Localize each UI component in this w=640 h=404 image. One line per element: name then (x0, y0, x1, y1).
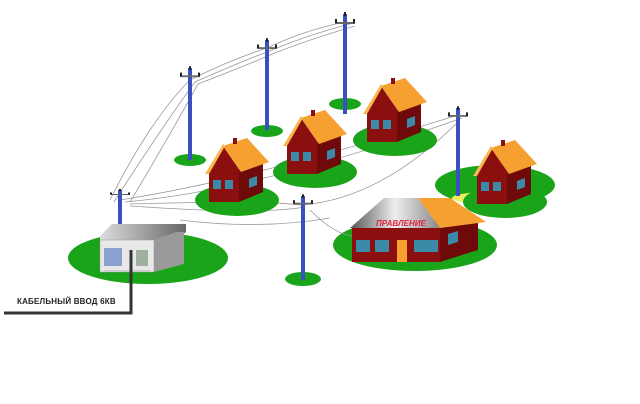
transformer-substation (99, 224, 186, 273)
pole-6 (293, 194, 313, 280)
board-building: ПРАВЛЕНИЕ (350, 198, 486, 262)
pole-3 (180, 66, 200, 160)
house-1 (353, 78, 437, 156)
pole-2 (257, 38, 277, 131)
board-building-label: ПРАВЛЕНИЕ (376, 219, 427, 228)
house-3 (195, 138, 279, 216)
cable-input-label: КАБЕЛЬНЫЙ ВВОД 6КВ (17, 297, 116, 306)
cable-line (4, 250, 133, 315)
